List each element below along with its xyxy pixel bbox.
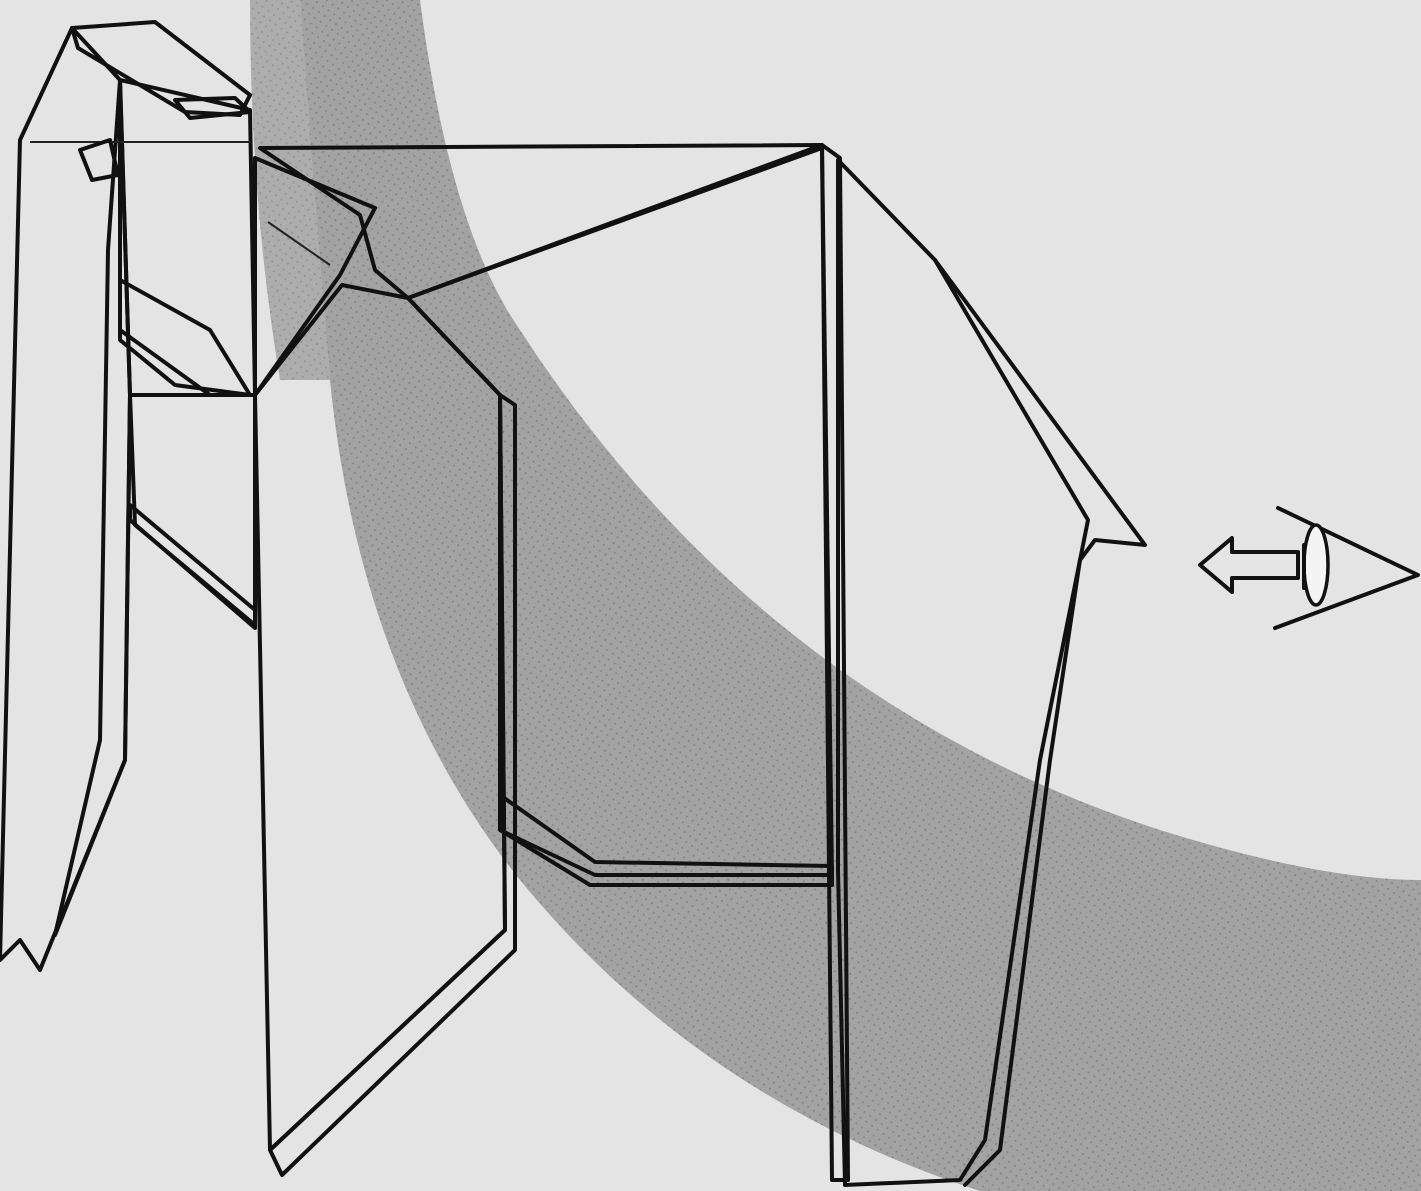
diagram-canvas <box>0 0 1421 1191</box>
origami-diagram <box>0 0 1421 1191</box>
